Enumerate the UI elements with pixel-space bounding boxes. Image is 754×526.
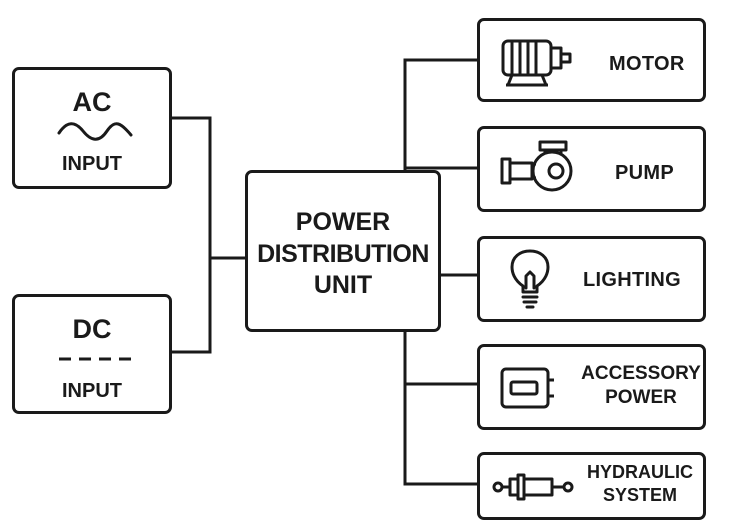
pump-label: PUMP (615, 162, 674, 184)
accessory-socket-icon (500, 367, 554, 409)
motor-icon (501, 39, 572, 87)
accessory-power-label: ACCESSORY POWER (576, 362, 706, 410)
pdu-line-2: DISTRIBUTION (257, 240, 429, 268)
dc-title: DC (72, 314, 112, 344)
dc-input-box: DC INPUT (12, 294, 172, 414)
accessory-power-output-box: ACCESSORY POWER (477, 344, 706, 430)
pdu-line-1: POWER (295, 208, 391, 236)
hydraulic-system-line-1: HYDRAULIC (587, 462, 693, 482)
dc-input-label: INPUT (62, 380, 122, 402)
hydraulic-cylinder-icon (492, 473, 574, 501)
hydraulic-system-line-2: SYSTEM (602, 485, 677, 505)
ac-input-box: AC INPUT (12, 67, 172, 189)
light-bulb-icon (510, 249, 550, 309)
motor-output-box: MOTOR (477, 18, 706, 102)
power-distribution-unit-box: POWER DISTRIBUTION UNIT (245, 170, 441, 332)
accessory-power-line-1: ACCESSORY (581, 363, 701, 384)
ac-title: AC (72, 87, 112, 117)
ac-input-label: INPUT (62, 153, 122, 175)
pump-icon (500, 140, 573, 192)
pdu-line-3: UNIT (313, 271, 373, 299)
lighting-output-box: LIGHTING (477, 236, 706, 322)
hydraulic-system-output-box: HYDRAULIC SYSTEM (477, 452, 706, 520)
pump-output-box: PUMP (477, 126, 706, 212)
motor-label: MOTOR (609, 53, 685, 75)
lighting-label: LIGHTING (583, 269, 681, 291)
ac-wave-icon (57, 122, 133, 141)
accessory-power-line-2: POWER (605, 387, 677, 408)
dc-dash-icon (59, 357, 131, 361)
hydraulic-system-label: HYDRAULIC SYSTEM (574, 461, 706, 507)
